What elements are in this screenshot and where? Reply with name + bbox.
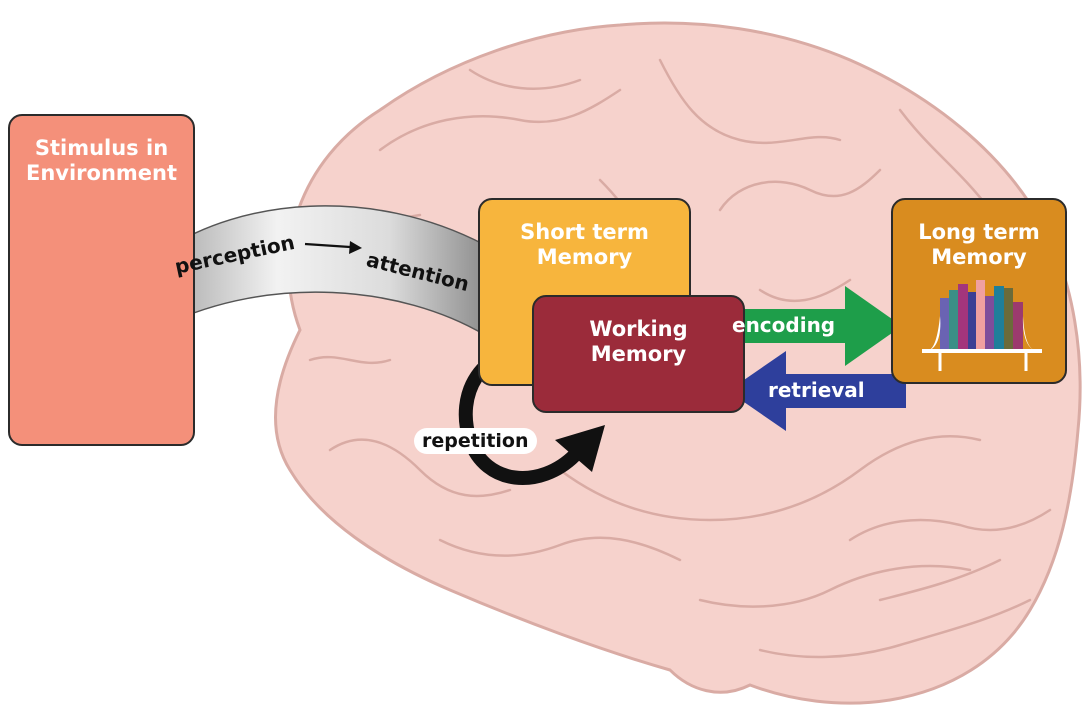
stimulus-title: Stimulus in Environment (25, 136, 178, 185)
short-term-memory-title: Short term Memory (520, 220, 649, 269)
repetition-label: repetition (414, 428, 537, 454)
brain-folds (308, 58, 1052, 659)
working-memory-box: Working Memory (532, 295, 745, 413)
repetition-arrowhead (555, 425, 605, 472)
long-term-memory-title: Long term Memory (918, 220, 1040, 269)
encoding-arrow (722, 286, 902, 366)
retrieval-label: retrieval (768, 378, 865, 402)
stimulus-box: Stimulus in Environment (8, 114, 195, 446)
encoding-label: encoding (732, 313, 836, 337)
books-icon (922, 280, 1042, 371)
retrieval-arrow-shape (728, 351, 906, 431)
band-arrow (304, 242, 351, 249)
retrieval-arrow (728, 351, 906, 431)
band-arrowhead (349, 241, 362, 254)
working-memory-title: Working Memory (589, 317, 688, 366)
encoding-arrow-shape (722, 286, 902, 366)
